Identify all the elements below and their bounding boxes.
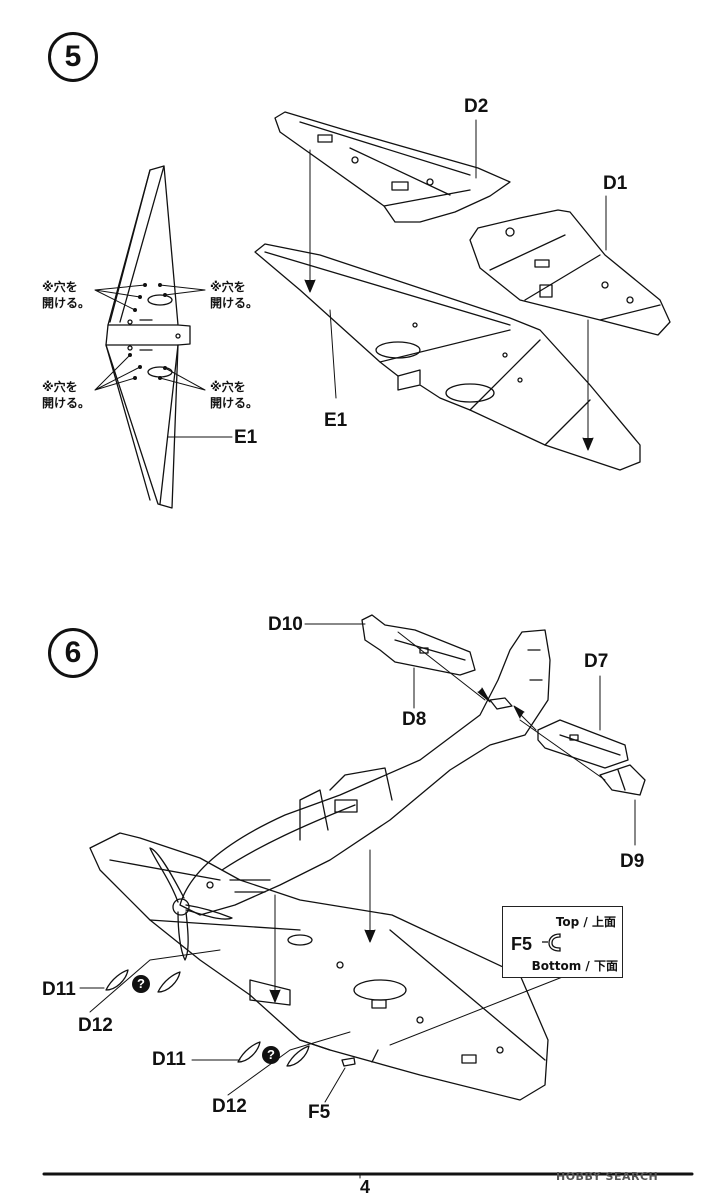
hole-note-upper-left: ※穴を開ける。 [42,280,91,310]
hole-note-upper-right: ※穴を開ける。 [210,280,259,310]
watermark: HOBBY SEARCH [556,1170,659,1183]
tailplane-d8 [361,614,476,676]
lower-wing-e1 [254,243,641,471]
main-wing [89,832,549,1101]
fuselage [179,629,551,916]
fairing-parts [105,969,379,1067]
step6-guide-lines [79,623,636,1103]
part-label-d7: D7 [584,651,609,672]
crescent-part-icon [542,933,561,952]
choice-mark-right: ? [262,1046,280,1064]
part-label-d11-right: D11 [152,1049,186,1070]
legend-part-label: F5 [511,934,533,954]
part-label-d9: D9 [620,851,645,872]
part-label-d8: D8 [402,709,427,730]
part-label-d1: D1 [603,173,628,194]
upper-wing-d1 [469,209,671,336]
hole-note-lower-left: ※穴を開ける。 [42,380,91,410]
legend-bottom-label: Bottom / 下面 [531,959,618,973]
part-label-d10: D10 [268,614,303,635]
step5-guide-lines [304,119,607,451]
hole-leaders [94,283,233,438]
choice-mark-left: ? [132,975,150,993]
legend-top-label: Top / 上面 [555,915,616,929]
part-label-e1: E1 [324,410,348,431]
part-label-e1-topview: E1 [234,427,258,448]
part-label-f5: F5 [308,1102,331,1123]
upper-wing-d2 [274,111,511,223]
part-label-d12-left: D12 [78,1015,113,1036]
page-number: 4 [360,1177,371,1197]
step-number-6: 6 [48,628,98,678]
part-label-d12-right: D12 [212,1096,247,1117]
lower-wing-outline [105,165,191,509]
hole-note-lower-right: ※穴を開ける。 [210,380,259,410]
footer-rule [42,1172,694,1179]
step-number-5: 5 [48,32,98,82]
part-label-d2: D2 [464,96,489,117]
f5-orientation-legend: Top / 上面 F5 Bottom / 下面 [502,906,623,978]
tail-cone-d9 [599,764,646,796]
part-label-d11-left: D11 [42,979,76,1000]
tailplane-d7 [537,719,629,769]
propeller [149,847,233,961]
